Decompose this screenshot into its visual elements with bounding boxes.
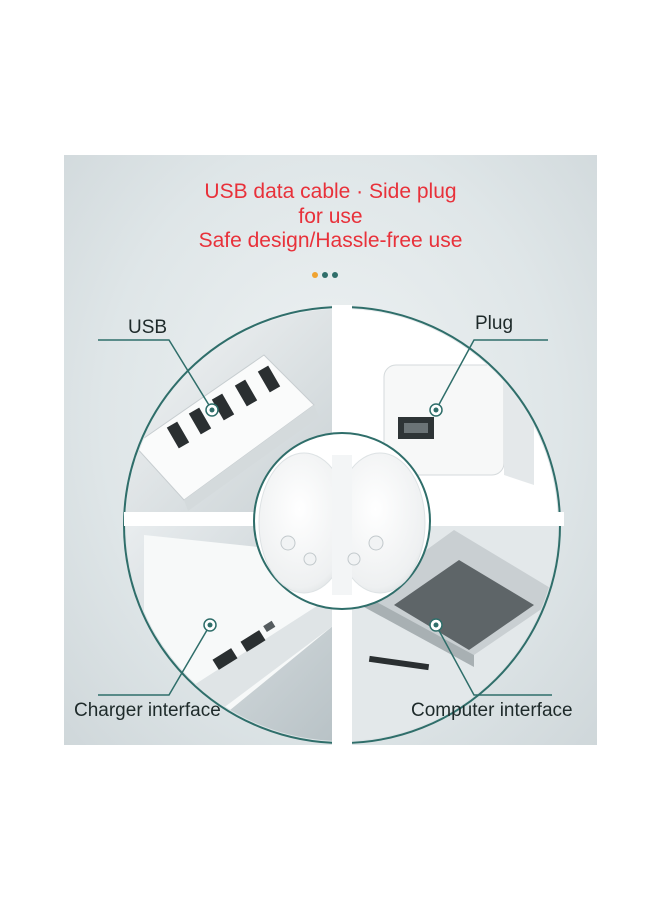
feature-diagram — [98, 305, 564, 745]
computer-interface-label: Computer interface — [411, 700, 573, 721]
charger-interface-label: Charger interface — [74, 700, 221, 721]
pagination-dots — [312, 272, 352, 280]
product-panel: USB data cable · Side plug for use Safe … — [64, 155, 597, 745]
plug-leader-line — [435, 339, 548, 411]
dot-active — [312, 272, 318, 278]
dot — [332, 272, 338, 278]
headline-line-3: Safe design/Hassle-free use — [198, 229, 463, 252]
headline-line-1: USB data cable · Side plug — [204, 180, 457, 203]
usb-label: USB — [128, 317, 168, 338]
computer-leader-line — [435, 624, 552, 696]
usb-hub-illustration — [133, 354, 319, 511]
egg-device — [258, 452, 426, 595]
headline-line-2: for use — [298, 205, 363, 228]
dot — [322, 272, 328, 278]
charger-leader-line — [98, 624, 211, 696]
usb-leader-line — [98, 339, 213, 411]
callouts — [98, 339, 552, 696]
plug-label: Plug — [475, 313, 514, 334]
marker-dots — [203, 403, 443, 632]
